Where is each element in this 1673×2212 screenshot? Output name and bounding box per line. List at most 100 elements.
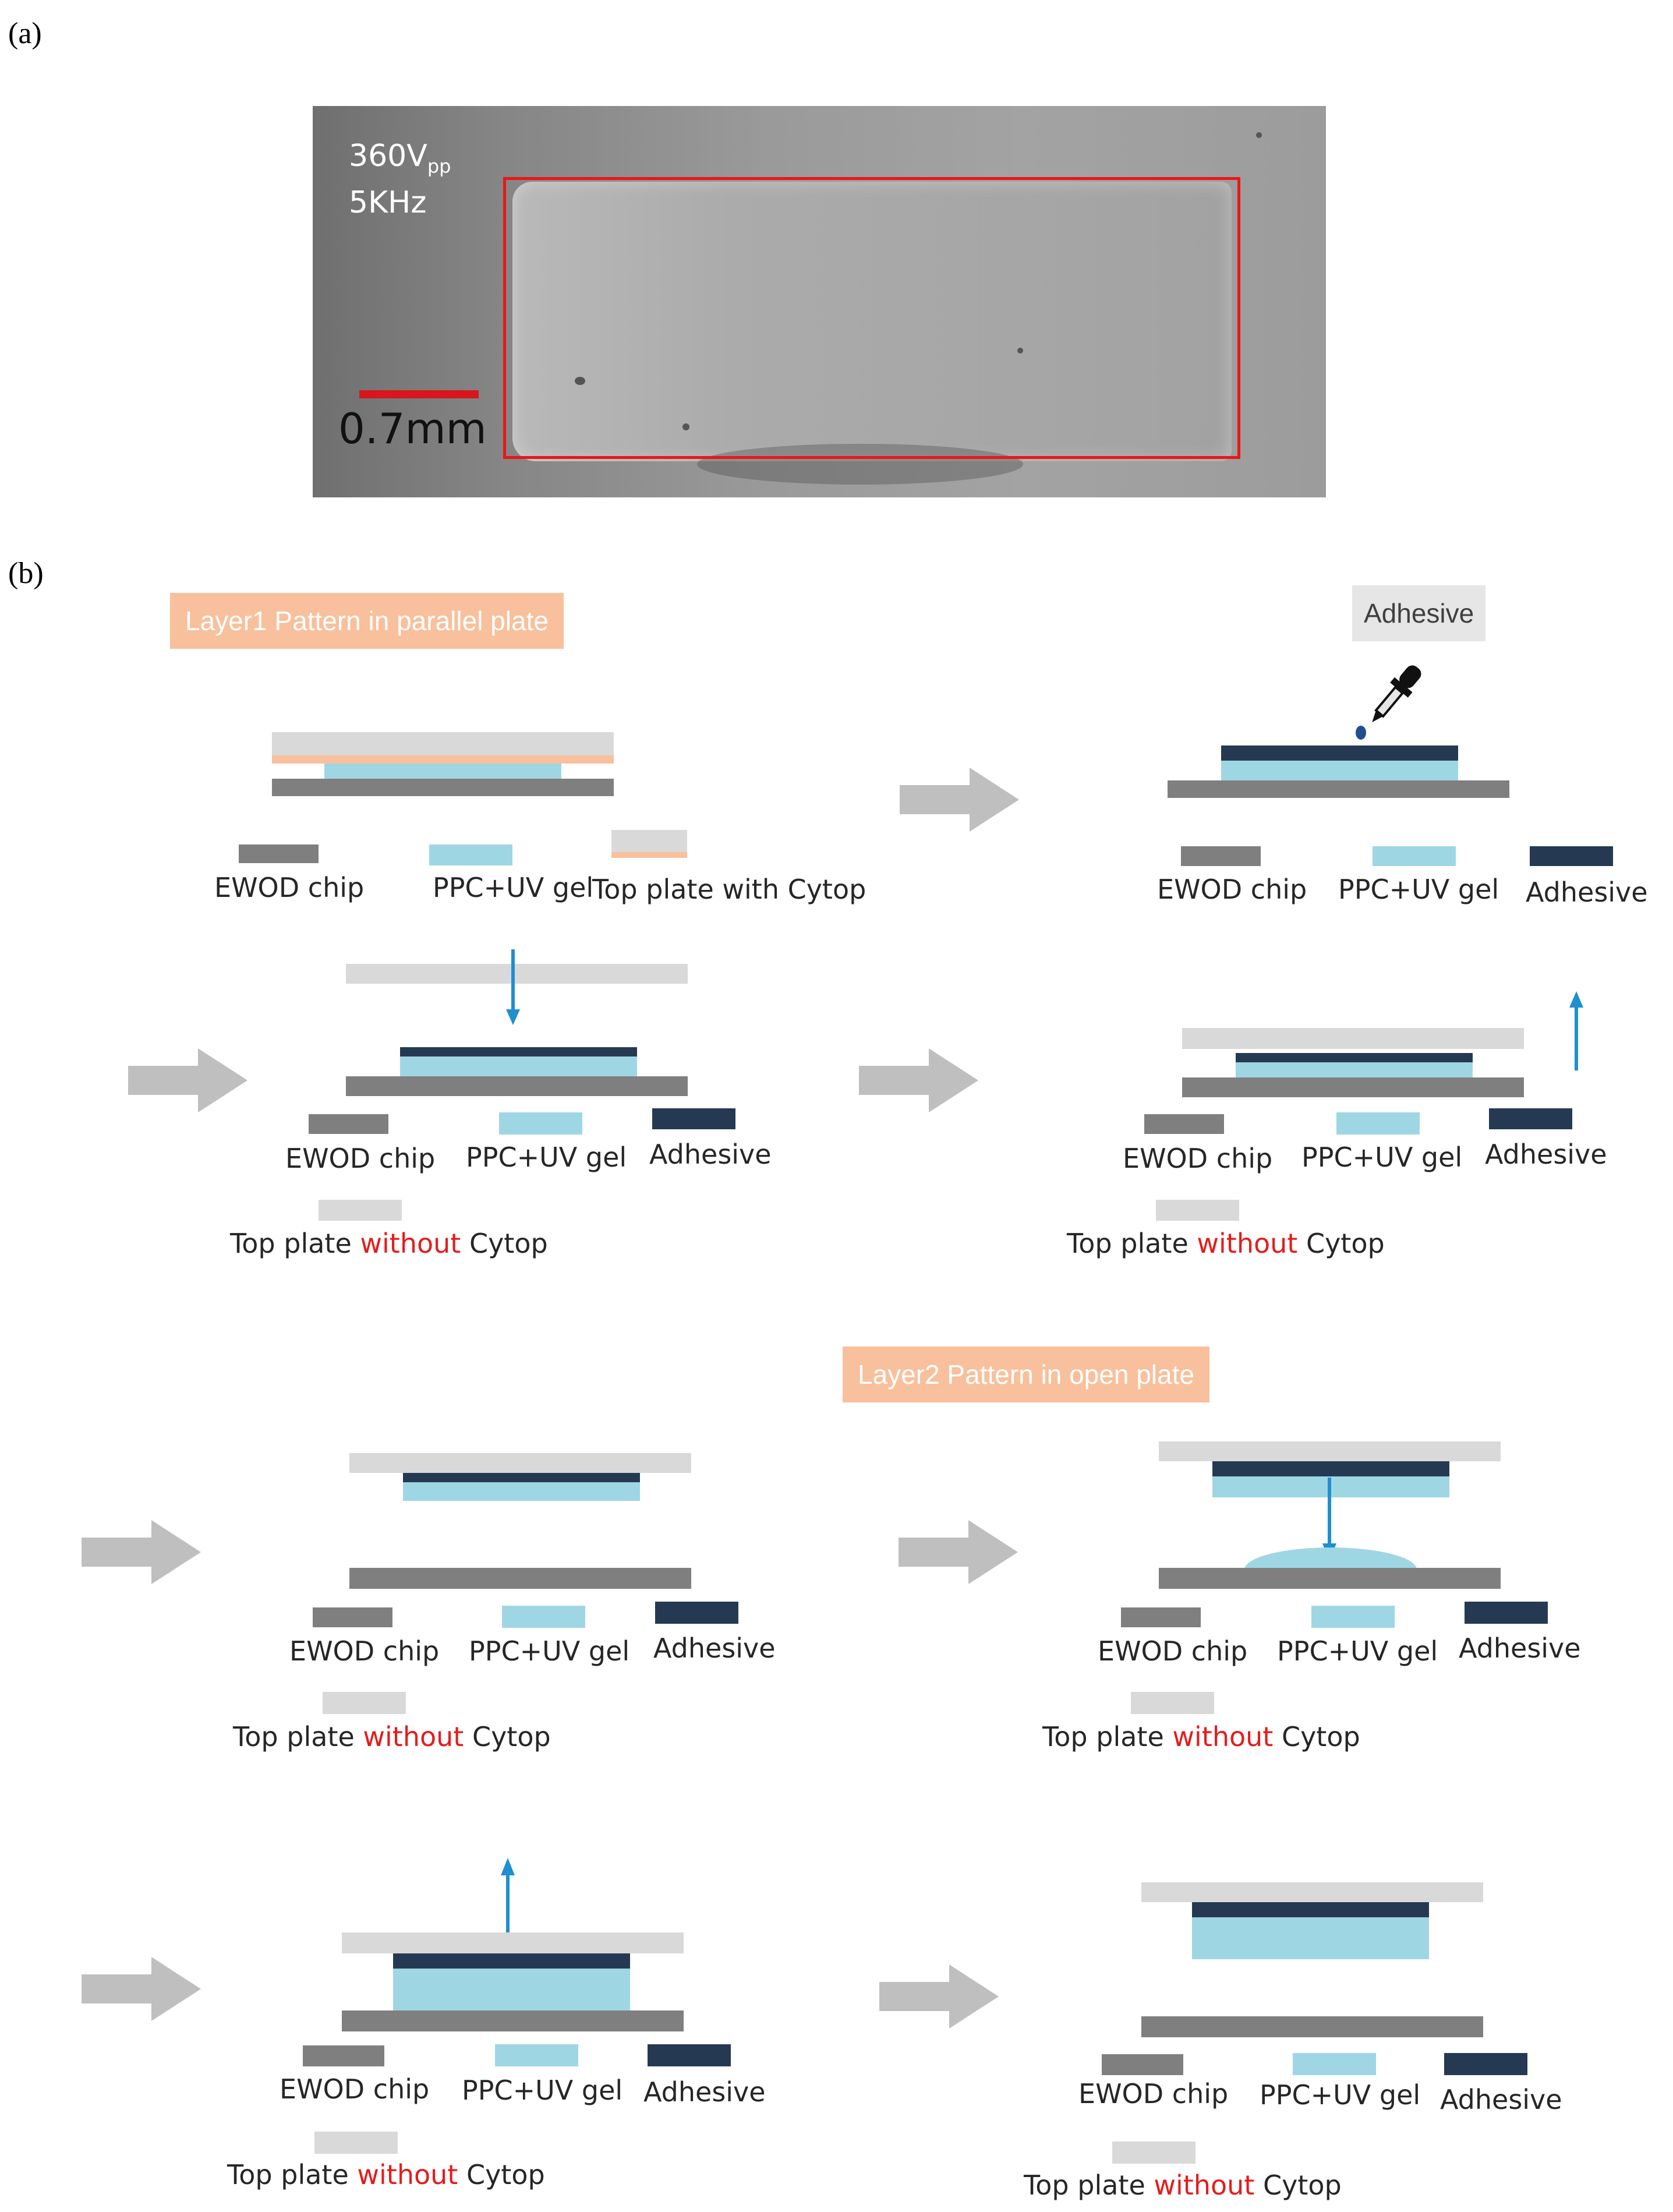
adhesive-banner: Adhesive (1352, 585, 1486, 641)
adhesive-layer (400, 1047, 637, 1056)
legend-top-swatch (314, 2132, 398, 2154)
ppc-gel (1236, 1062, 1473, 1077)
legend-cytop-swatch (611, 852, 687, 858)
top-plate (349, 1453, 691, 1473)
legend-ewod-label: EWOD chip (214, 872, 365, 903)
scale-bar (359, 390, 479, 398)
ewod-chip (349, 1568, 691, 1589)
legend-ppc-swatch (1293, 2053, 1376, 2075)
legend-ewod-label: EWOD chip (280, 2073, 430, 2105)
legend-ewod-swatch (1121, 1607, 1201, 1627)
dropper-icon (1356, 665, 1421, 740)
legend-adhesive-label: Adhesive (1526, 877, 1648, 908)
adhesive-layer (403, 1473, 640, 1482)
legend-ewod-label: EWOD chip (1123, 1143, 1273, 1174)
ppc-gel (1221, 761, 1458, 780)
legend-adhesive-label: Adhesive (1440, 2084, 1562, 2115)
up-arrow (1569, 991, 1583, 1070)
roi-box (503, 177, 1240, 459)
legend-ewod-swatch (1181, 846, 1261, 866)
speck (1017, 348, 1023, 354)
legend-ppc-label: PPC+UV gel (1301, 1142, 1463, 1173)
legend-adhesive-swatch (1465, 1602, 1548, 1624)
top-plate (1182, 1028, 1524, 1049)
top-plate (1141, 1882, 1483, 1902)
ewod-chip (1159, 1568, 1501, 1589)
legend-adhesive-swatch (1444, 2053, 1527, 2075)
legend-ewod-swatch (239, 844, 319, 863)
adhesive-layer (1212, 1461, 1449, 1476)
legend-ppc-swatch (499, 1112, 582, 1135)
ppc-gel (324, 764, 561, 779)
top-plate (342, 1932, 684, 1953)
gel-drop (1244, 1547, 1417, 1570)
legend-ppc-label: PPC+UV gel (433, 872, 594, 903)
legend-adhesive-label: Adhesive (1485, 1139, 1607, 1170)
legend-top-swatch (1156, 1200, 1239, 1221)
ewod-chip (272, 779, 614, 796)
legend-ewod-swatch (1144, 1114, 1224, 1134)
legend-ewod-label: EWOD chip (1157, 874, 1307, 905)
legend-top-swatch (611, 830, 687, 852)
voltage-text: 360Vpp (349, 139, 451, 178)
legend-ppc-label: PPC+UV gel (1260, 2079, 1421, 2111)
layer1-banner: Layer1 Pattern in parallel plate (170, 593, 564, 649)
legend-top-swatch (1112, 2142, 1195, 2164)
adhesive-layer (1221, 745, 1458, 761)
legend-ewod-label: EWOD chip (1098, 1635, 1248, 1667)
adhesive-layer (1192, 1902, 1429, 1917)
legend-top-without-cytop-label: Top plate without Cytop (1024, 2169, 1342, 2201)
droplet-shadow (697, 444, 1023, 485)
ewod-chip (1168, 780, 1509, 798)
legend-ppc-swatch (1336, 1112, 1420, 1135)
ewod-chip (1141, 2016, 1483, 2037)
legend-ewod-label: EWOD chip (289, 1635, 440, 1667)
speck (1256, 132, 1262, 138)
ewod-chip (1182, 1077, 1524, 1097)
legend-adhesive-swatch (648, 2044, 731, 2066)
legend-top-swatch (1131, 1692, 1214, 1714)
legend-ppc-label: PPC+UV gel (469, 1635, 630, 1667)
cytop-layer (272, 755, 614, 764)
legend-adhesive-label: Adhesive (653, 1633, 776, 1664)
legend-adhesive-swatch (1489, 1108, 1572, 1129)
legend-top-without-cytop-label: Top plate without Cytop (1042, 1721, 1360, 1752)
legend-ewod-label: EWOD chip (1078, 2078, 1229, 2109)
layer2-banner: Layer2 Pattern in open plate (843, 1347, 1209, 1402)
legend-top-swatch (323, 1692, 406, 1714)
ppc-gel (393, 1969, 630, 2010)
legend-top-without-cytop-label: Top plate without Cytop (227, 2159, 545, 2190)
legend-adhesive-label: Adhesive (1459, 1633, 1581, 1664)
adhesive-layer (1236, 1053, 1473, 1062)
legend-ppc-swatch (495, 2044, 578, 2066)
speck (575, 377, 585, 385)
legend-adhesive-swatch (655, 1602, 738, 1624)
down-arrow (506, 949, 520, 1025)
panel-b-label: (b) (8, 557, 44, 590)
legend-ppc-label: PPC+UV gel (1338, 874, 1499, 905)
up-arrow (501, 1858, 515, 1943)
legend-ppc-label: PPC+UV gel (1277, 1635, 1438, 1667)
speck (682, 423, 689, 430)
legend-adhesive-label: Adhesive (649, 1139, 772, 1170)
droplet-photo: 360Vpp 5KHz 0.7mm (313, 106, 1326, 497)
legend-ewod-swatch (1102, 2054, 1183, 2075)
ppc-gel (1192, 1917, 1429, 1959)
step-arrow (82, 1520, 201, 1584)
legend-ewod-swatch (313, 1607, 392, 1627)
top-plate (272, 732, 614, 755)
step-arrow (82, 1957, 201, 2021)
legend-ppc-swatch (429, 844, 512, 865)
top-plate (346, 964, 688, 984)
legend-adhesive-label: Adhesive (643, 2076, 766, 2108)
panel-a-label: (a) (8, 17, 42, 50)
legend-ppc-swatch (502, 1606, 585, 1628)
ppc-gel (400, 1056, 637, 1076)
ppc-gel (403, 1482, 640, 1501)
scale-label: 0.7mm (338, 404, 487, 453)
legend-ppc-swatch (1373, 846, 1456, 866)
step-arrow (899, 1520, 1018, 1584)
ewod-chip (346, 1076, 688, 1096)
legend-top-without-cytop-label: Top plate without Cytop (233, 1721, 551, 1752)
legend-top-swatch (319, 1200, 402, 1221)
